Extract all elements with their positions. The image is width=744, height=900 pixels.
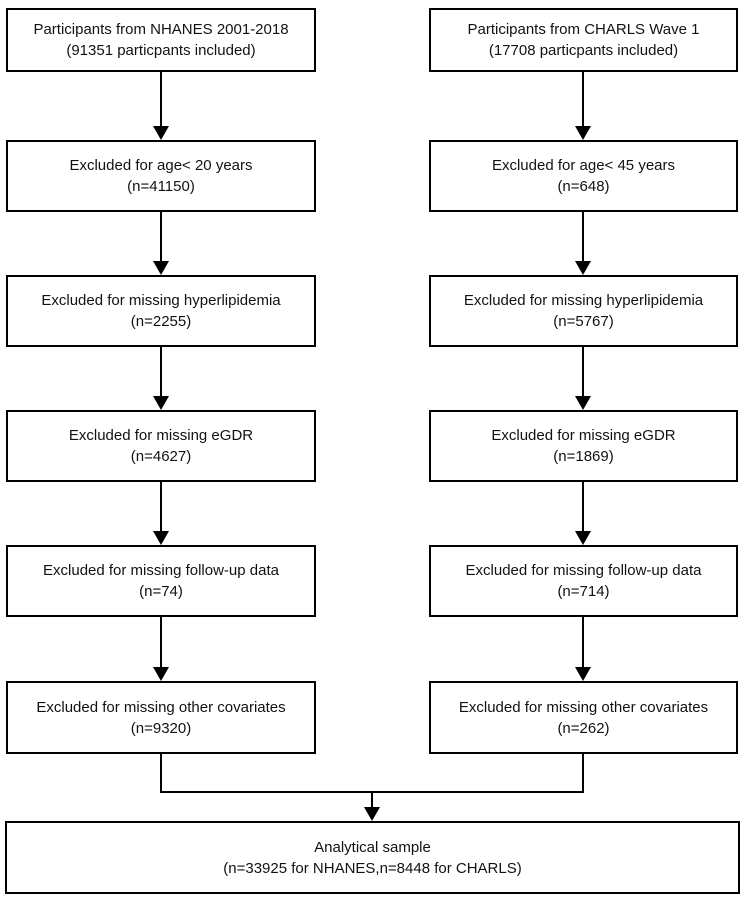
- arrowhead-down-icon: [575, 126, 591, 140]
- box-line: Excluded for missing hyperlipidemia: [463, 292, 704, 309]
- box-line: (91351 particpants included): [66, 42, 256, 59]
- box-charls-excluded-covariates: Excluded for missing other covariates (n…: [429, 681, 738, 754]
- box-line: Excluded for missing follow-up data: [465, 562, 702, 579]
- box-nhanes-excluded-covariates: Excluded for missing other covariates (n…: [6, 681, 316, 754]
- box-line: (n=714): [557, 583, 610, 600]
- arrowhead-down-icon: [153, 126, 169, 140]
- box-line: Excluded for missing hyperlipidemia: [41, 292, 281, 309]
- box-line: Excluded for age< 45 years: [491, 157, 676, 174]
- box-line: Excluded for missing other covariates: [458, 698, 709, 716]
- box-line: Excluded for age< 20 years: [69, 157, 253, 174]
- box-line: (n=5767): [553, 313, 614, 330]
- box-line: (n=2255): [130, 313, 192, 330]
- arrowhead-down-icon: [153, 396, 169, 410]
- arrowhead-down-icon: [575, 396, 591, 410]
- box-line: (n=74): [139, 583, 183, 600]
- charls-column-arrows: [575, 72, 591, 681]
- arrowhead-down-icon: [575, 531, 591, 545]
- box-nhanes-excluded-hyperlipidemia: Excluded for missing hyperlipidemia (n=2…: [6, 275, 316, 347]
- box-line: (17708 particpants included): [488, 42, 679, 59]
- arrowhead-down-icon: [153, 531, 169, 545]
- box-line: (n=1869): [553, 448, 614, 465]
- box-analytical-sample: Analytical sample (n=33925 for NHANES,n=…: [5, 821, 740, 894]
- box-charls-participants: Participants from CHARLS Wave 1 (17708 p…: [429, 8, 738, 72]
- box-charls-excluded-hyperlipidemia: Excluded for missing hyperlipidemia (n=5…: [429, 275, 738, 347]
- box-nhanes-participants: Participants from NHANES 2001-2018 (9135…: [6, 8, 316, 72]
- box-line: Participants from CHARLS Wave 1: [467, 21, 700, 38]
- box-line: Analytical sample: [314, 838, 431, 856]
- box-line: Excluded for missing eGDR: [68, 427, 254, 444]
- box-line: (n=41150): [127, 178, 195, 195]
- merge-connector: [160, 754, 584, 821]
- arrowhead-down-icon: [153, 667, 169, 681]
- arrowhead-down-icon: [153, 261, 169, 275]
- box-line: (n=262): [557, 719, 610, 737]
- box-line: Excluded for missing follow-up data: [43, 562, 279, 579]
- box-nhanes-excluded-followup: Excluded for missing follow-up data (n=7…: [6, 545, 316, 617]
- box-line: Excluded for missing eGDR: [491, 427, 676, 444]
- arrowhead-down-icon: [575, 667, 591, 681]
- box-line: Participants from NHANES 2001-2018: [33, 21, 289, 38]
- arrowhead-down-icon: [575, 261, 591, 275]
- arrowhead-down-icon: [364, 807, 380, 821]
- box-nhanes-excluded-egdr: Excluded for missing eGDR (n=4627): [6, 410, 316, 482]
- box-charls-excluded-age: Excluded for age< 45 years (n=648): [429, 140, 738, 212]
- box-charls-excluded-followup: Excluded for missing follow-up data (n=7…: [429, 545, 738, 617]
- nhanes-column-arrows: [153, 72, 169, 681]
- box-line: Excluded for missing other covariates: [36, 698, 286, 716]
- box-nhanes-excluded-age: Excluded for age< 20 years (n=41150): [6, 140, 316, 212]
- box-charls-excluded-egdr: Excluded for missing eGDR (n=1869): [429, 410, 738, 482]
- box-line: (n=9320): [130, 719, 192, 737]
- box-line: (n=648): [557, 178, 610, 195]
- box-line: (n=33925 for NHANES,n=8448 for CHARLS): [223, 859, 522, 877]
- box-line: (n=4627): [130, 448, 192, 465]
- connector-elbow: [160, 754, 584, 793]
